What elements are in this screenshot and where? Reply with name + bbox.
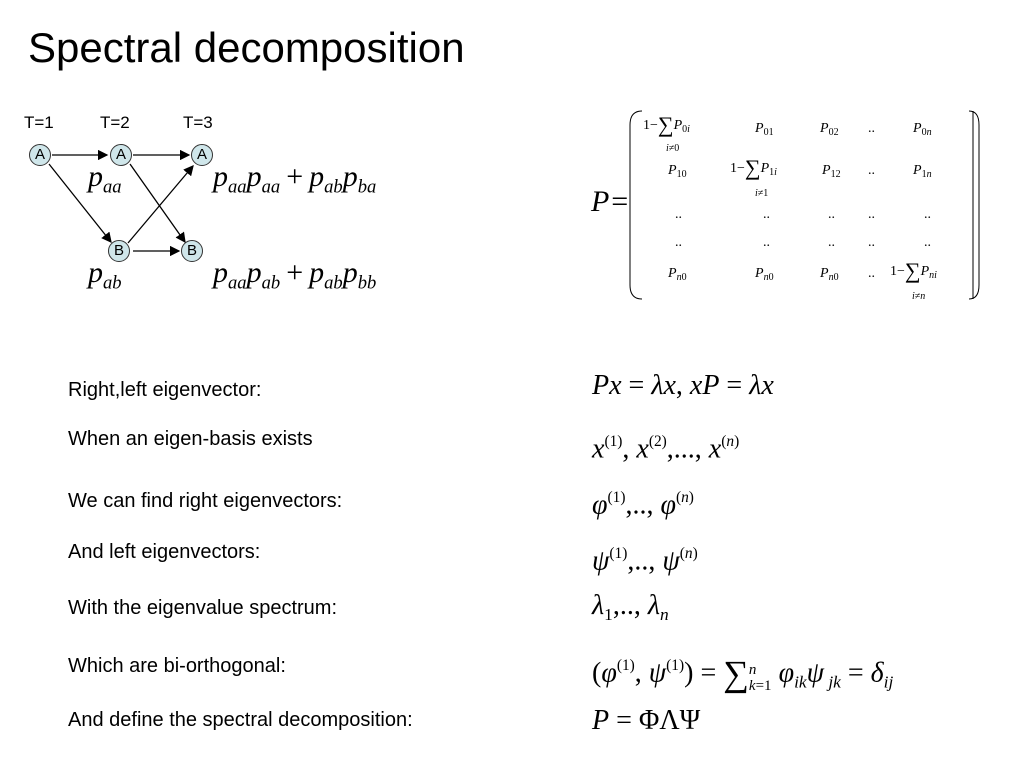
slide-title: Spectral decomposition <box>28 24 465 71</box>
expression-bottom: paapab+pabpbb <box>213 256 377 294</box>
eq-left-eigenvectors: ψ(1),.., ψ(n) <box>592 545 698 577</box>
label-eigenvalue-spectrum: With the eigenvalue spectrum: <box>68 597 338 619</box>
arrow-a2-b3 <box>129 163 186 244</box>
matrix-cell-3-3: .. <box>868 235 875 250</box>
time-label-1: T=1 <box>24 113 54 132</box>
matrix-cell-0-1: P01 <box>755 121 774 138</box>
node-b-t3: B <box>181 240 203 262</box>
matrix-cell-4-2: Pn0 <box>820 266 839 283</box>
markov-diagram: T=1 T=2 T=3 A A A B B paa pab paapaa+pab… <box>0 0 440 300</box>
arrow-b2-a3 <box>127 165 194 244</box>
eq-right-eigenvectors: φ(1),.., φ(n) <box>592 489 694 521</box>
label-spectral-decomposition: And define the spectral decomposition: <box>68 709 413 731</box>
label-bi-orthogonal: Which are bi-orthogonal: <box>68 655 286 677</box>
transition-matrix: P= 1−∑P0i i≠0 P01 P02 .. P0n P10 1−∑P1i … <box>580 105 1000 310</box>
time-label-2: T=2 <box>100 113 130 132</box>
matrix-cell-1-3: .. <box>868 163 875 178</box>
edge-label-p-ab: pab <box>88 256 122 294</box>
label-eigen-basis: When an eigen-basis exists <box>68 428 313 450</box>
node-b-t2: B <box>108 240 130 262</box>
edge-label-p-aa: paa <box>88 160 122 198</box>
eq-spectral-decomposition: P = ΦΛΨ <box>592 705 701 736</box>
arrow-a1-b2 <box>48 163 112 244</box>
matrix-cell-1-2: P12 <box>822 163 841 180</box>
node-a-t3: A <box>191 144 213 166</box>
matrix-cell-0-2: P02 <box>820 121 839 138</box>
transition-arrows <box>48 149 194 257</box>
label-right-left-eigenvector: Right,left eigenvector: <box>68 379 262 401</box>
matrix-cell-2-2: .. <box>828 207 835 222</box>
time-label-3: T=3 <box>183 113 213 132</box>
matrix-cell-3-2: .. <box>828 235 835 250</box>
matrix-cell-0-4: P0n <box>913 121 932 138</box>
matrix-cell-4-1: Pn0 <box>755 266 774 283</box>
node-a-t2: A <box>110 144 132 166</box>
eq-eigen-basis: x(1), x(2),..., x(n) <box>592 433 740 465</box>
matrix-cell-2-0: .. <box>675 207 682 222</box>
matrix-cell-0-3: .. <box>868 121 875 136</box>
matrix-cell-4-3: .. <box>868 266 875 281</box>
expression-top: paapaa+pabpba <box>213 160 377 198</box>
matrix-cell-4-0: Pn0 <box>668 266 687 283</box>
matrix-cell-3-0: .. <box>675 235 682 250</box>
matrix-cell-2-4: .. <box>924 207 931 222</box>
node-a-t1: A <box>29 144 51 166</box>
matrix-cell-2-3: .. <box>868 207 875 222</box>
label-right-eigenvectors: We can find right eigenvectors: <box>68 490 343 512</box>
matrix-cell-2-1: .. <box>763 207 770 222</box>
matrix-cell-3-4: .. <box>924 235 931 250</box>
matrix-cell-1-4: P1n <box>913 163 932 180</box>
matrix-cell-3-1: .. <box>763 235 770 250</box>
matrix-brackets <box>629 110 980 300</box>
label-left-eigenvectors: And left eigenvectors: <box>68 541 261 563</box>
eq-eigenvalue-spectrum: λ1,.., λn <box>592 590 669 625</box>
eq-eigenvector: Px = λx, xP = λx <box>592 370 774 401</box>
matrix-cell-1-0: P10 <box>668 163 687 180</box>
matrix-lhs: P= <box>591 185 630 218</box>
